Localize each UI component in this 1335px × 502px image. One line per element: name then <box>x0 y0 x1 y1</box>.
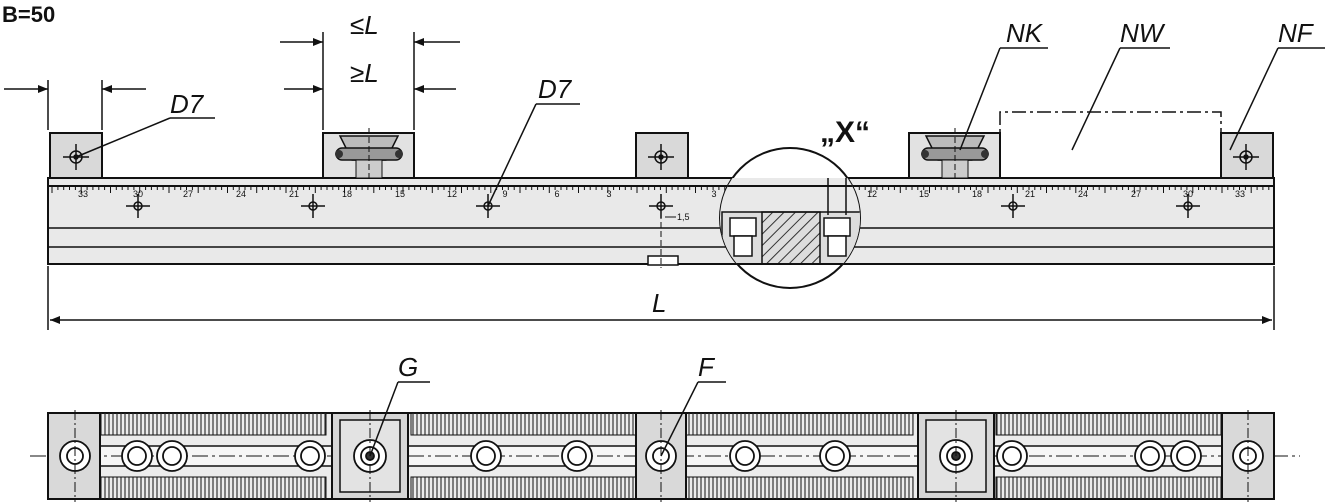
leader-nf <box>1229 47 1325 151</box>
scale-num: 12 <box>447 189 457 199</box>
scale-num: 24 <box>236 189 246 199</box>
f-label: F <box>698 352 716 382</box>
leader-d7-center <box>487 103 580 207</box>
dim-le-l <box>280 32 460 130</box>
scale-num: 27 <box>183 189 193 199</box>
ge-l-label: ≥L <box>350 58 379 88</box>
le-l-label: ≤L <box>350 10 379 40</box>
leader-nw <box>1071 47 1170 151</box>
end-block-right <box>1220 132 1274 179</box>
scale-num: 24 <box>1078 189 1088 199</box>
nw-label: NW <box>1120 18 1166 48</box>
variant-label: B=50 <box>2 2 55 27</box>
nk-label: NK <box>1006 18 1044 48</box>
scale-num: 18 <box>342 189 352 199</box>
nf-label: NF <box>1278 18 1315 48</box>
d7-center-label: D7 <box>538 74 573 104</box>
scale-num: 15 <box>919 189 929 199</box>
center-block <box>635 132 689 179</box>
dim-length <box>47 266 1275 330</box>
scale-num: 33 <box>1235 189 1245 199</box>
clamp-block-left <box>322 128 415 182</box>
scale-num: 27 <box>1131 189 1141 199</box>
length-label: L <box>652 288 666 318</box>
d7-left-label: D7 <box>170 89 205 119</box>
offset-label: 1,5 <box>677 212 690 222</box>
scale-num: 33 <box>78 189 88 199</box>
scale-num: 21 <box>289 189 299 199</box>
scale-num: 18 <box>972 189 982 199</box>
scale-num: 12 <box>867 189 877 199</box>
workpiece-phantom <box>999 111 1222 150</box>
scale-num: 3 <box>711 189 716 199</box>
scale-num: 15 <box>395 189 405 199</box>
scale-num: 21 <box>1025 189 1035 199</box>
scale-num: 6 <box>554 189 559 199</box>
leader-nk <box>959 47 1048 151</box>
rail-plan-view <box>30 412 1300 500</box>
dim-d7-left <box>4 80 215 158</box>
detail-x-label: „X“ <box>820 116 870 149</box>
rail-front-view <box>47 177 1275 268</box>
leader-g <box>369 381 430 457</box>
end-block-left <box>49 132 103 179</box>
scale-num: 3 <box>606 189 611 199</box>
leader-f <box>660 381 726 457</box>
g-label: G <box>398 352 418 382</box>
clamp-block-right <box>908 128 1001 182</box>
detail-x-circle <box>719 147 861 289</box>
scale-num: 9 <box>502 189 507 199</box>
